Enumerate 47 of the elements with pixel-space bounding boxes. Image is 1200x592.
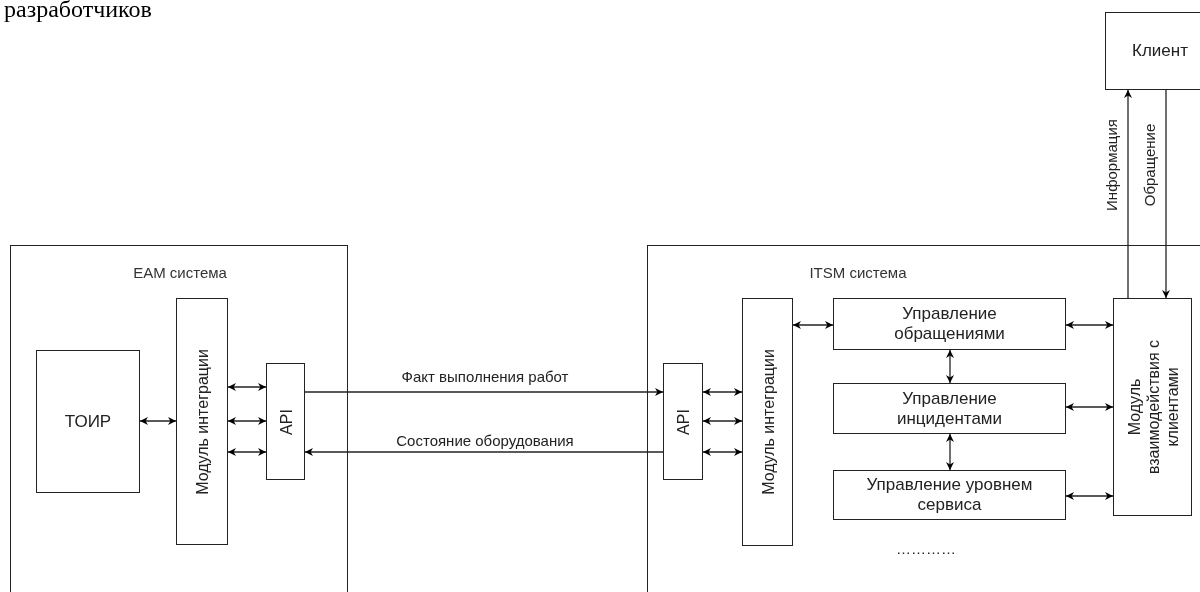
arrow: [1065, 321, 1114, 329]
arrow: [702, 417, 743, 425]
process-box: [742, 298, 793, 546]
arrow: [304, 448, 664, 456]
arrow: [227, 417, 267, 425]
arrow: [1065, 492, 1114, 500]
process-box: [176, 298, 228, 545]
arrow: [946, 349, 954, 384]
node-label: API: [673, 407, 693, 437]
node-label: Модуль взаимодействия с клиентами: [1124, 338, 1181, 477]
arrow: [1065, 403, 1114, 411]
process-box: [833, 383, 1066, 434]
node-label: ТОИР: [64, 411, 112, 432]
system-frame: [647, 245, 1200, 592]
process-box: [1113, 298, 1192, 516]
process-box: [1105, 12, 1200, 90]
node-label: Управление обращениями: [893, 304, 1006, 344]
arrow: [304, 388, 664, 396]
arrow: [1124, 89, 1132, 299]
process-box: [833, 470, 1066, 520]
arrow: [139, 417, 177, 425]
edge-label: Информация: [1104, 119, 1120, 211]
group-title: EAM система: [132, 263, 228, 283]
node-label: Управление уровнем сервиса: [865, 475, 1034, 515]
node-label: Модуль интеграции: [192, 347, 212, 497]
node-label: API: [276, 407, 295, 437]
arrow: [702, 388, 743, 396]
ellipsis-text: …………: [896, 539, 956, 559]
arrow: [946, 433, 954, 471]
arrow: [1162, 89, 1170, 299]
node-label: Управление инцидентами: [895, 388, 1004, 429]
system-frame: [10, 245, 348, 592]
arrow: [227, 383, 267, 391]
process-box: [36, 350, 140, 493]
process-box: [663, 363, 703, 480]
arrow: [792, 321, 834, 329]
arrow: [702, 448, 743, 456]
process-box: [266, 363, 305, 480]
node-label: Клиент: [1132, 41, 1188, 61]
page-text: разработчиков: [4, 0, 152, 22]
edge-label: Факт выполнения работ: [401, 367, 569, 385]
process-box: [833, 298, 1066, 350]
group-title: ITSM система: [808, 263, 908, 283]
edge-label: Состояние оборудования: [396, 431, 574, 449]
arrow: [227, 448, 267, 456]
edge-label: Обращение: [1142, 123, 1158, 207]
node-label: Модуль интеграции: [758, 348, 777, 497]
